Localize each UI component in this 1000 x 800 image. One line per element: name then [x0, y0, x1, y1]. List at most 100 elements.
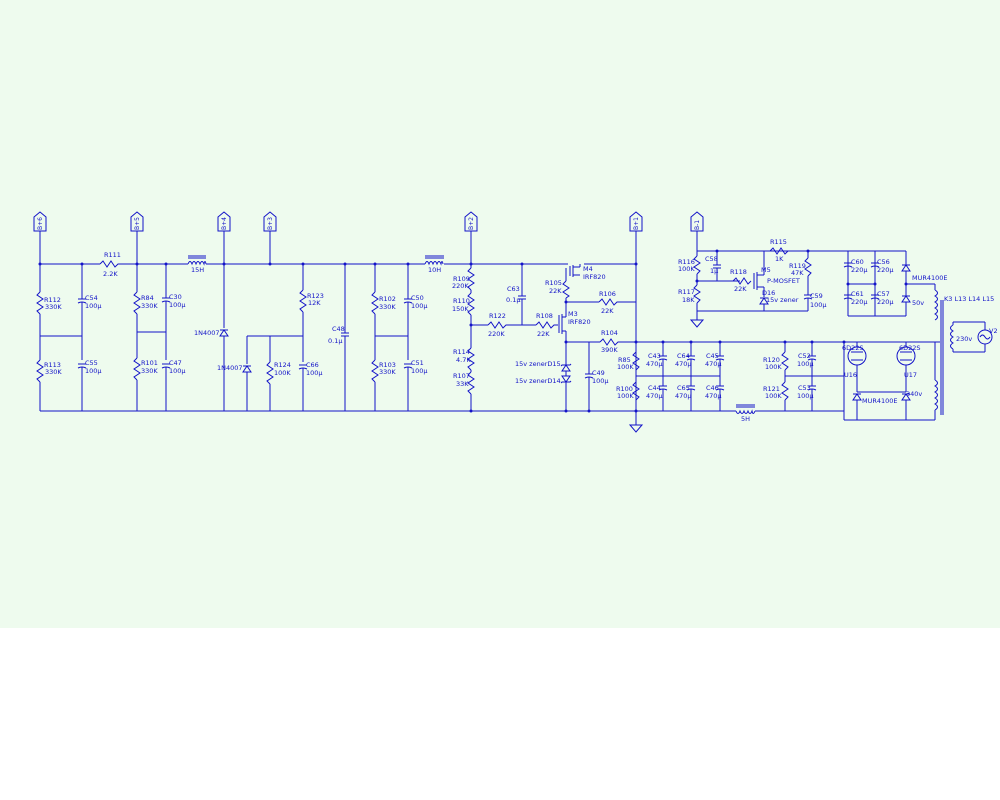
r85-resistor: R85 100K	[617, 351, 640, 371]
c55-ref: C55	[85, 359, 98, 367]
c58-ref: C58	[705, 255, 718, 263]
r85-ref: R85	[618, 356, 631, 364]
r107-value: 33K	[456, 380, 469, 388]
tube-u17-part: 6D22S	[899, 344, 921, 352]
r121-ref: R121	[763, 385, 780, 393]
c45-value: 470µ	[705, 360, 722, 368]
r103-ref: R103	[379, 361, 396, 369]
ac-source-v2: V2 230v	[956, 322, 998, 352]
power-supply-schematic: B+6 B+5 B+4 B+3 B+2 B+1	[33, 211, 998, 433]
r110-resistor: R110 150K	[452, 292, 475, 316]
c47-ref: C47	[169, 359, 182, 367]
r102-resistor: R102 330K	[371, 264, 396, 360]
c63-capacitor: C63 0.1µ	[506, 264, 526, 325]
m4-ref: M4	[583, 265, 593, 273]
r109-value: 220K	[452, 282, 469, 290]
junction-dots	[38, 249, 908, 413]
m3-ref: M3	[568, 310, 578, 318]
diode-mur4100e-lower-label: MUR4100E	[862, 397, 898, 405]
c53-ref: C53	[798, 384, 811, 392]
c65-value: 470µ	[675, 392, 692, 400]
r112-resistor: R112 330K	[36, 264, 62, 360]
c46-ref: C46	[706, 384, 719, 392]
r113-value: 330K	[45, 368, 62, 376]
r101-ref: R101	[141, 359, 158, 367]
r105-ref: R105	[545, 279, 562, 287]
terminal-b5: B+5	[130, 211, 144, 264]
c57-value: 220µ	[877, 298, 894, 306]
c43-ref: C43	[648, 352, 661, 360]
terminal-b4: B+4	[217, 211, 231, 264]
choke-10h-label: 10H	[428, 266, 441, 274]
c61-ref: C61	[851, 290, 864, 298]
c58-value: 1µ	[710, 267, 718, 275]
r108-value: 22K	[537, 330, 550, 338]
r122-ref: R122	[489, 312, 506, 320]
r105-value: 22K	[549, 287, 562, 295]
r104-ref: R104	[601, 329, 618, 337]
c56-ref: C56	[877, 258, 890, 266]
r85-value: 100K	[617, 363, 634, 371]
c58-capacitor: C58 1µ	[705, 251, 721, 281]
r109-resistor: R109 220K	[452, 267, 475, 291]
r112-ref: R112	[44, 296, 61, 304]
r116-resistor: R116 100K	[678, 255, 701, 275]
r115-resistor: R115 1K	[769, 238, 789, 263]
m5-part: P-MOSFET	[767, 277, 800, 285]
c59-ref: C59	[810, 292, 823, 300]
r111-value: 2.2K	[103, 270, 118, 278]
tube-u16: 6D22S U16	[842, 342, 867, 392]
c48-value: 0.1µ	[328, 337, 342, 345]
terminal-bminus1-label: B-1	[694, 220, 701, 230]
r118-resistor: R118 22K	[730, 268, 752, 293]
c30-capacitor: C30 100µ	[161, 264, 186, 360]
r117-ref: R117	[678, 288, 695, 296]
r116-value: 100K	[678, 265, 695, 273]
c44-ref: C44	[648, 384, 661, 392]
c55-value: 100µ	[85, 367, 102, 375]
c52-ref: C52	[798, 352, 811, 360]
c46-capacitor: C46 470µ	[705, 384, 725, 411]
r115-ref: R115	[770, 238, 787, 246]
c57-ref: C57	[877, 290, 890, 298]
c47-capacitor: C47 100µ	[161, 359, 186, 411]
c51-value: 100µ	[411, 367, 428, 375]
transformer-label: K3 L13 L14 L15	[944, 295, 994, 303]
r124-ref: R124	[274, 361, 291, 369]
r101-value: 330K	[141, 367, 158, 375]
c51-ref: C51	[411, 359, 424, 367]
c53-value: 100µ	[797, 392, 814, 400]
m5-ref: M5	[761, 266, 771, 274]
r104-value: 390K	[601, 346, 618, 354]
c66-value: 100µ	[306, 369, 323, 377]
r118-ref: R118	[730, 268, 747, 276]
c48-ref: C48	[332, 325, 345, 333]
zener-d14-label: 15v zenerD14	[515, 377, 561, 385]
r123-value: 12K	[308, 299, 321, 307]
r119-value: 47K	[791, 269, 804, 277]
c43-value: 470µ	[646, 360, 663, 368]
choke-5h-label: 5H	[741, 415, 750, 423]
terminal-b2-label: B+2	[468, 217, 475, 230]
transformer-340v-label: 340v	[906, 390, 922, 398]
r119-ref: R119	[789, 262, 806, 270]
r123-resistor: R123 12K	[299, 264, 324, 362]
c49-ref: C49	[592, 369, 605, 377]
diode-mur4100e-lower: MUR4100E	[852, 391, 911, 420]
c61-value: 220µ	[851, 298, 868, 306]
diode-1n4007-b-label: 1N4007	[217, 364, 243, 372]
r122-value: 220K	[488, 330, 505, 338]
transformer-k3: K3 L13 L14 L15	[934, 284, 994, 420]
c44-value: 470µ	[646, 392, 663, 400]
r113-resistor: R113 330K	[36, 359, 62, 411]
zener-d16-ref: D16	[762, 289, 775, 297]
r120-ref: R120	[763, 356, 780, 364]
tube-u17: 6D22S U17	[896, 342, 921, 392]
c47-value: 100µ	[169, 367, 186, 375]
r121-value: 100K	[765, 392, 782, 400]
c54-ref: C54	[85, 294, 98, 302]
r110-ref: R110	[453, 297, 470, 305]
terminal-b6: B+6	[33, 211, 47, 264]
r106-ref: R106	[599, 290, 616, 298]
terminal-bminus1: B-1	[690, 211, 704, 251]
